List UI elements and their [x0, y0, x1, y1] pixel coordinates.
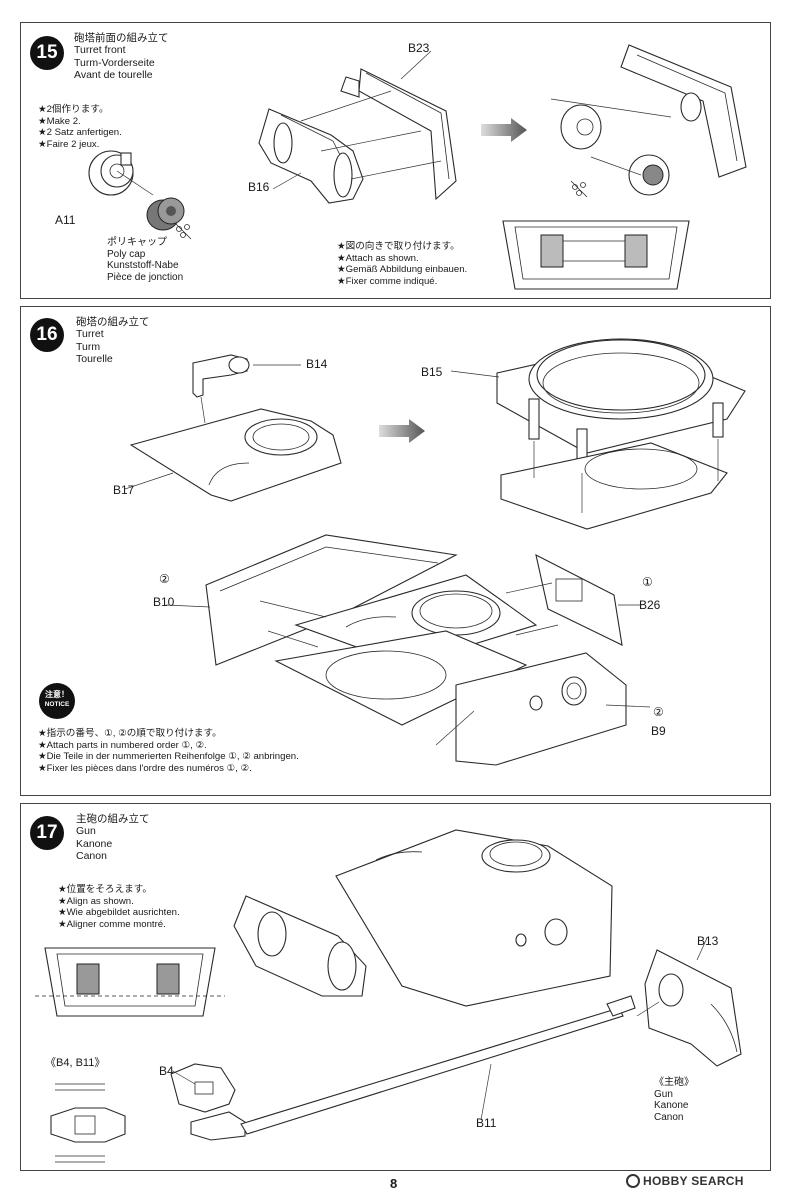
step-title: 砲塔前面の組み立て Turret front Turm-Vorderseite … — [74, 32, 169, 81]
a11-left-drawing — [560, 104, 602, 150]
b17-part-drawing — [124, 408, 342, 502]
turret-assembly-illustration — [233, 829, 613, 1007]
order-one: ① — [642, 575, 653, 589]
align-as-shown-note: ★位置をそろえます。 ★Align as shown. ★Wie abgebil… — [58, 884, 180, 930]
b17-base-drawing — [500, 439, 728, 530]
step-15-panel: 15 砲塔前面の組み立て Turret front Turm-Vordersei… — [20, 22, 771, 299]
part-label-a11: A11 — [55, 213, 76, 227]
gun-barrel-illustration — [170, 937, 742, 1141]
b26-part-drawing — [535, 553, 642, 646]
b16-part-drawing — [258, 108, 364, 204]
hobby-search-watermark: HOBBY SEARCH — [626, 1174, 744, 1188]
b15-part-drawing — [496, 338, 746, 474]
process-arrow-icon — [379, 419, 425, 443]
polycap-part-drawing — [146, 197, 185, 231]
alignment-inset-drawing — [35, 947, 225, 1017]
part-label-b15: B15 — [421, 365, 443, 379]
turret-wall-assembly-illustration — [165, 534, 651, 766]
step-title: 砲塔の組み立て Turret Turm Tourelle — [76, 316, 150, 365]
title-fr: Canon — [76, 849, 107, 862]
turret-ring-b15-illustration — [450, 338, 746, 530]
attach-as-shown-note: ★図の向きで取り付けます。 ★Attach as shown. ★Gemäß A… — [337, 241, 468, 287]
title-de: Kanone — [76, 837, 113, 850]
turret-roof-drawing — [294, 574, 538, 666]
turret-base-drawing — [274, 630, 528, 726]
title-fr: Tourelle — [76, 352, 113, 365]
poly-cap-symbol-icon — [570, 180, 588, 198]
title-de: Turm-Vorderseite — [74, 56, 155, 69]
part-label-b14: B14 — [306, 357, 328, 371]
a11-right-drawing — [628, 154, 670, 196]
b14-part-drawing — [192, 354, 301, 424]
process-arrow-icon — [481, 118, 527, 142]
title-de: Turm — [76, 340, 101, 353]
title-fr: Avant de tourelle — [74, 68, 153, 81]
notice-badge: 注意！ NOTICE — [39, 683, 75, 719]
b4-b11-inset-drawing — [50, 1083, 126, 1163]
polycap-insertion-detail — [550, 44, 747, 198]
order-two-left: ② — [159, 572, 170, 586]
b11-barrel-drawing — [240, 995, 636, 1135]
step-title: 主砲の組み立て Gun Kanone Canon — [76, 813, 150, 862]
turret-front-mount-drawing — [233, 895, 367, 997]
orientation-inset-drawing — [502, 220, 690, 290]
turret-floor-b17-illustration — [124, 354, 342, 502]
order-two-right: ② — [653, 705, 664, 719]
part-label-b13: B13 — [697, 934, 719, 948]
poly-cap-symbol-icon — [174, 222, 192, 240]
step-number: 17 — [30, 816, 64, 850]
gun-label: 《主砲》 Gun Kanone Canon — [654, 1077, 694, 1123]
step-16-panel: 16 砲塔の組み立て Turret Turm Tourelle B14 B15 … — [20, 306, 771, 796]
part-label-b26: B26 — [639, 598, 661, 612]
step-number: 15 — [30, 36, 64, 70]
turret-front-plate-drawing — [620, 44, 747, 178]
step-number: 16 — [30, 318, 64, 352]
title-jp: 主砲の組み立て — [76, 813, 150, 825]
part-label-b9: B9 — [651, 724, 666, 738]
b13-mantlet-drawing — [636, 937, 742, 1067]
part-label-b4: B4 — [159, 1064, 174, 1078]
b9-part-drawing — [455, 652, 651, 766]
polycap-label: ポリキャップ Poly cap Kunststoff-Nabe Pièce de… — [107, 237, 184, 283]
title-en: Turret — [76, 328, 104, 341]
step-17-panel: 17 主砲の組み立て Gun Kanone Canon ★位置をそろえます。 ★… — [20, 803, 771, 1171]
numbered-order-note: ★指示の番号、①, ②の順で取り付けます。 ★Attach parts in n… — [38, 728, 299, 774]
b23-part-drawing — [340, 68, 457, 201]
title-jp: 砲塔の組み立て — [76, 316, 150, 328]
title-en: Gun — [76, 825, 96, 838]
b4-muzzle-brake-drawing — [170, 1063, 246, 1141]
b4-b11-label: 《B4, B11》 — [45, 1057, 106, 1069]
make-two-note: ★2個作ります。 ★Make 2. ★2 Satz anfertigen. ★F… — [38, 104, 122, 150]
turret-front-frame-illustration — [258, 50, 457, 204]
part-label-b16: B16 — [248, 180, 270, 194]
turret-body-drawing — [335, 829, 613, 1007]
watermark-logo-icon — [626, 1174, 640, 1188]
a11-polycap-illustration — [88, 150, 192, 240]
page-number: 8 — [390, 1176, 398, 1191]
title-jp: 砲塔前面の組み立て — [74, 32, 169, 44]
title-en: Turret front — [74, 44, 126, 57]
a11-part-drawing — [88, 150, 134, 196]
part-label-b17: B17 — [113, 483, 135, 497]
part-label-b23: B23 — [408, 41, 430, 55]
b10-part-drawing — [165, 534, 458, 666]
part-label-b10: B10 — [153, 595, 175, 609]
